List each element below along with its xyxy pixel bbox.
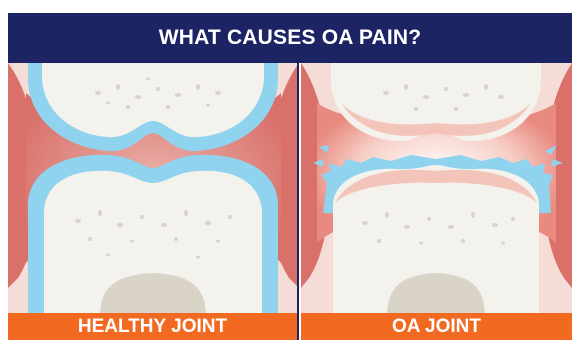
oa-joint-panel: OA JOINT xyxy=(301,63,572,340)
oa-joint-illustration xyxy=(301,63,572,340)
healthy-joint-label: HEALTHY JOINT xyxy=(78,316,227,338)
oa-joint-label: OA JOINT xyxy=(392,316,481,338)
header-title: WHAT CAUSES OA PAIN? xyxy=(159,26,422,50)
healthy-joint-illustration xyxy=(8,63,299,340)
oa-label-bar: OA JOINT xyxy=(301,313,572,340)
healthy-label-bar: HEALTHY JOINT xyxy=(8,313,297,340)
header-banner: WHAT CAUSES OA PAIN? xyxy=(8,13,572,63)
healthy-joint-panel: HEALTHY JOINT xyxy=(8,63,299,340)
